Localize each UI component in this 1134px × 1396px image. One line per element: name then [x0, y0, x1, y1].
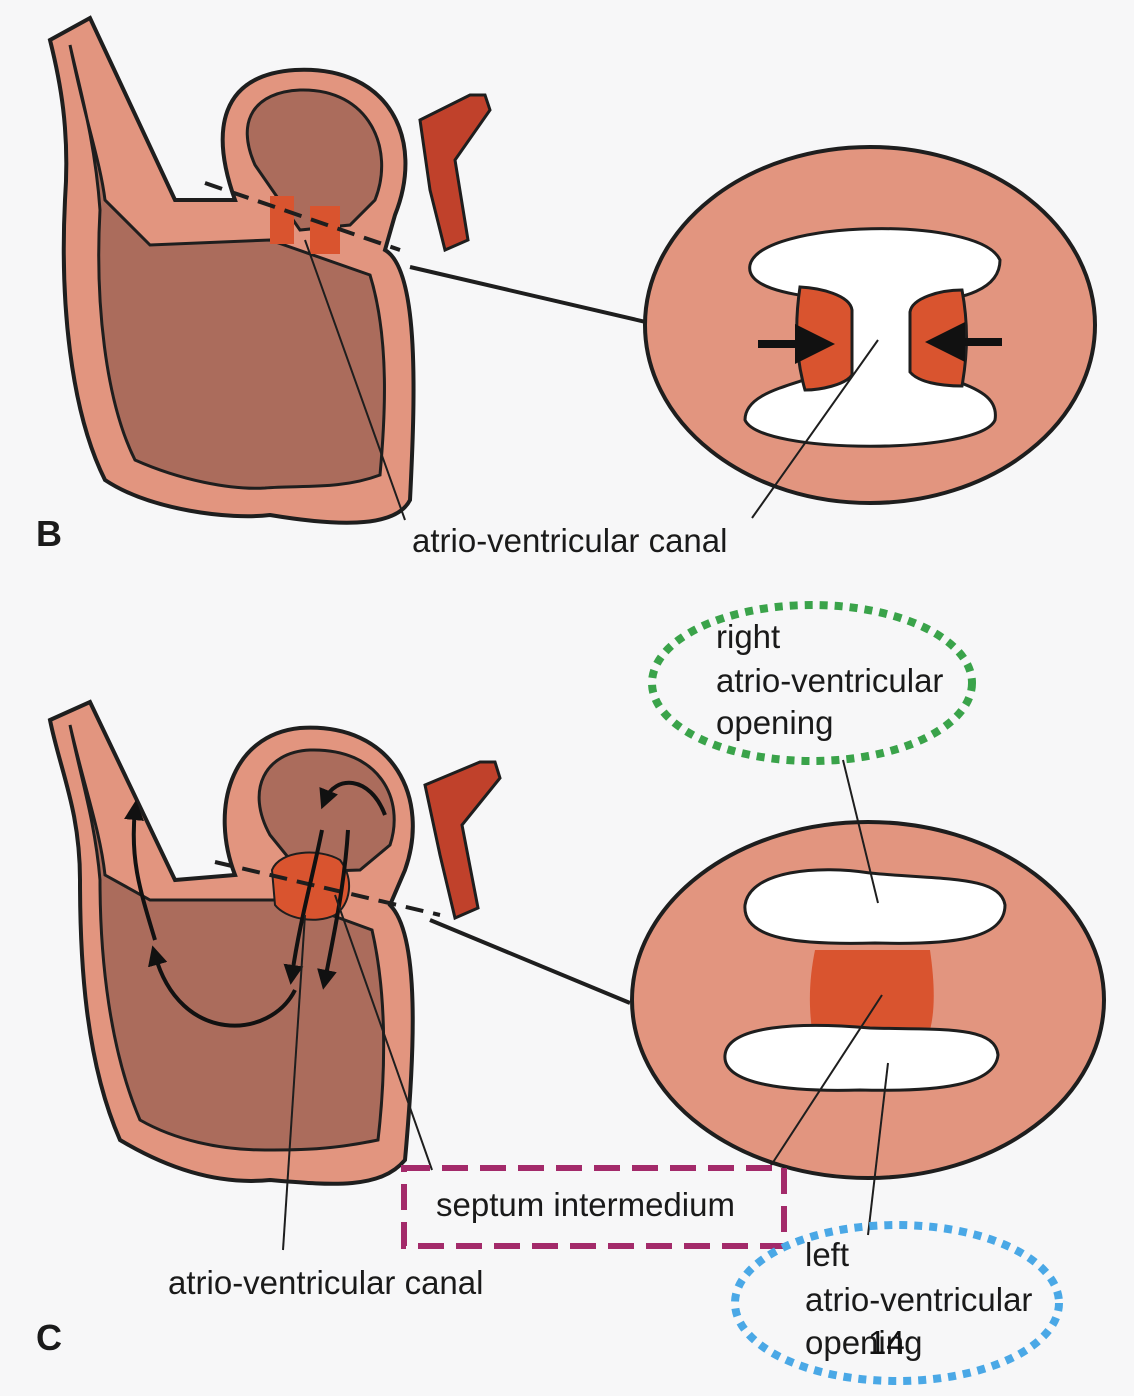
- cross-section-c-right-opening: [743, 868, 1007, 945]
- panel-b-letter: B: [36, 513, 62, 554]
- heart-c: [47, 699, 502, 1186]
- left-opening-line-3: opening: [805, 1324, 922, 1361]
- c-canal-leader: [282, 914, 306, 1251]
- flow-arrow-outflow: [124, 800, 157, 941]
- left-opening-line-1: left: [805, 1236, 849, 1273]
- right-opening-line-2: atrio-ventricular: [716, 662, 943, 699]
- b-canal-leader-left: [304, 239, 406, 521]
- c-connector-line: [429, 918, 631, 1005]
- b-canal-leader-right: [751, 339, 879, 519]
- heart-c-atrium-lumen: [257, 748, 396, 874]
- flow-arrow-down-left: [283, 829, 324, 985]
- heart-b-atrium-lumen: [245, 88, 384, 232]
- cross-section-c-left-opening: [723, 1023, 1000, 1092]
- panel-c: right atrio-ventricular opening septum i…: [36, 601, 1106, 1385]
- heart-c-vessel: [423, 760, 502, 921]
- b-connector-line: [409, 265, 651, 325]
- b-canal-label: atrio-ventricular canal: [412, 522, 727, 559]
- flow-arrow-atrium: [319, 780, 387, 816]
- highlight-septum-box: [401, 1165, 787, 1249]
- heart-b-cushion-upper: [270, 196, 294, 244]
- cross-section-c: [630, 820, 1106, 1180]
- flow-arrow-ventricle-loop: [148, 945, 297, 1028]
- page-number: 14: [868, 1324, 905, 1361]
- c-canal-label: atrio-ventricular canal: [168, 1264, 483, 1301]
- septum-intermedium-label: septum intermedium: [436, 1186, 735, 1223]
- c-right-opening-leader: [842, 759, 879, 904]
- heart-c-section-line: [214, 860, 441, 917]
- heart-b-cushion-lower: [310, 206, 340, 254]
- c-left-opening-leader: [867, 1062, 889, 1236]
- cross-section-c-septum: [809, 950, 934, 1030]
- cross-section-b-cushion-left: [795, 285, 854, 392]
- panel-c-letter: C: [36, 1317, 62, 1358]
- right-opening-line-1: right: [716, 618, 780, 655]
- heart-b: [47, 15, 492, 525]
- c-septum-leader-right: [767, 994, 883, 1171]
- heart-b-section-line: [204, 181, 401, 252]
- heart-b-vessel: [418, 93, 492, 253]
- c-septum-leader-left: [334, 894, 433, 1171]
- right-opening-line-3: opening: [716, 704, 833, 741]
- highlight-left-opening: [731, 1221, 1063, 1385]
- panel-b: atrio-ventricular canal B: [36, 15, 1097, 559]
- highlight-right-opening: [648, 601, 976, 765]
- cross-section-b: [643, 145, 1097, 505]
- left-opening-line-2: atrio-ventricular: [805, 1281, 1032, 1318]
- heart-b-ventricle-lumen: [68, 44, 386, 490]
